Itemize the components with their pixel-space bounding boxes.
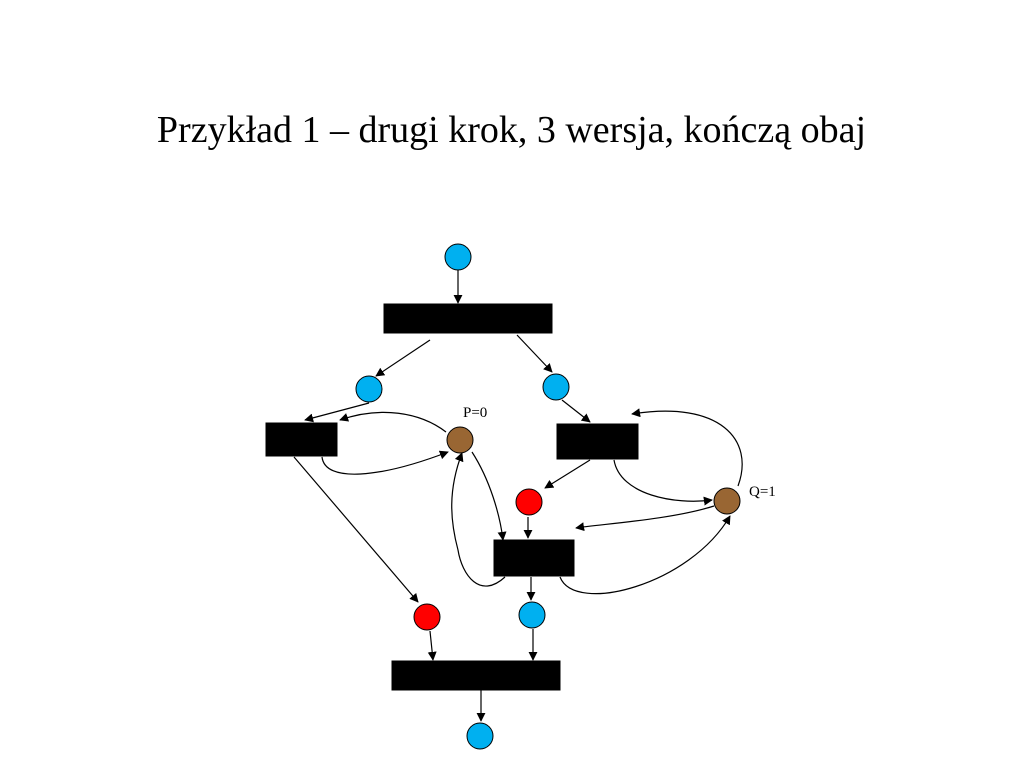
edge-p-assign-to-p-var [321, 450, 449, 475]
transition-label: Cobegin [443, 312, 494, 328]
place-end [466, 722, 494, 750]
edge-p-var-to-p-assign [339, 411, 447, 433]
places [355, 243, 741, 750]
place-right-branch [542, 373, 570, 401]
edge-cobegin-to-left-place [375, 339, 431, 377]
transition-pq-assign: p:=q [493, 539, 575, 577]
transition-q-assign: Q:=1 [556, 423, 639, 460]
place-red-p [413, 603, 441, 631]
transition-label: p:=q [520, 552, 548, 568]
place-p-var [446, 426, 474, 454]
edge-cobegin-to-right-place [516, 334, 553, 373]
edge-left-place-to-p-assign [304, 402, 370, 423]
edge-pq-assign-to-p-var [451, 452, 506, 587]
place-q-var [713, 487, 741, 515]
edge-p-assign-to-red-place [293, 456, 419, 603]
place-label-p-var: P=0 [463, 405, 487, 421]
edge-q-var-to-pq-assign [575, 505, 715, 532]
edges [293, 270, 743, 722]
place-red-q [515, 488, 543, 516]
edge-pq-assign-to-q-var [559, 515, 731, 595]
transition-p-assign: P:= 0 [265, 422, 338, 457]
transitions: Cobegin P:= 0 Q:=1 p:=q Coend [265, 303, 639, 694]
transition-cobegin: Cobegin [383, 303, 553, 334]
transition-label: Q:=1 [582, 433, 613, 449]
edge-red-place-to-coend [427, 630, 437, 661]
place-start [444, 243, 472, 271]
edge-q-assign-to-red-place [544, 459, 591, 489]
edge-p-var-to-pq-assign [471, 451, 507, 541]
transition-coend: Coend [391, 660, 561, 694]
edge-q-assign-to-q-var [613, 459, 713, 506]
slide-title: Przykład 1 – drugi krok, 3 wersja, kończ… [156, 109, 867, 151]
transition-label: Coend [460, 678, 500, 694]
edge-right-place-to-q-assign [561, 399, 591, 423]
place-after-pq [518, 601, 546, 629]
transition-label: P:= 0 [285, 431, 317, 447]
edge-q-var-to-q-assign [631, 408, 743, 487]
place-label-q-var: Q=1 [749, 484, 776, 500]
place-left-branch [355, 375, 383, 403]
